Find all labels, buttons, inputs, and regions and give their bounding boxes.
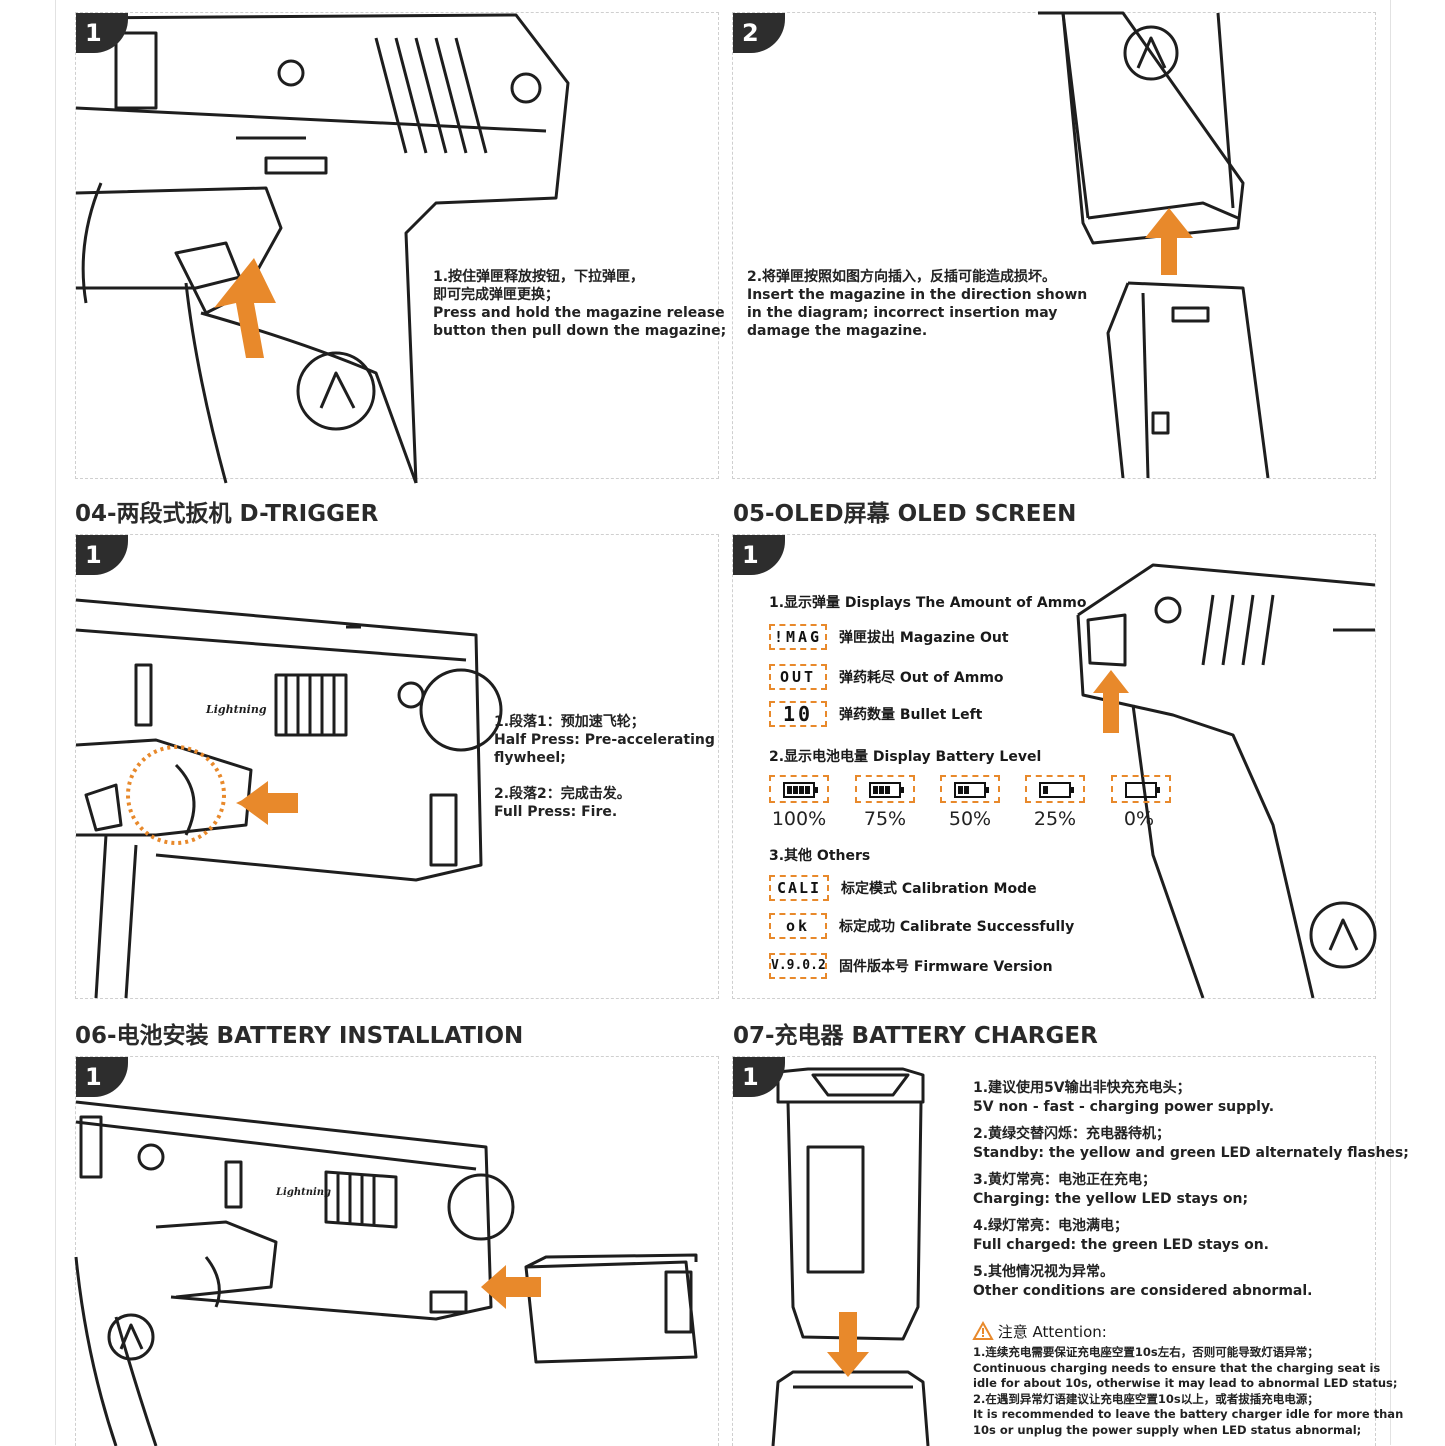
battery-label: 75%: [863, 808, 907, 830]
magazine-release-panel: 1 1.按住弹匣释放按钮，下拉弹匣， 即可完成弹匣更换； Press and h…: [75, 12, 726, 484]
oled-code: !MAG: [769, 624, 827, 650]
magazine-insert-panel: 2 2.将弹匣按照如图方向插入，反插可能造成损坏。 Insert the mag…: [732, 11, 1376, 479]
oled-code: OUT: [769, 664, 827, 690]
brand-mark: Lightning: [205, 703, 267, 716]
battery-label: 0%: [1123, 808, 1155, 830]
battery-installation-panel: Lightning 1: [74, 1056, 719, 1446]
others-heading: 3.其他 Others: [769, 848, 871, 864]
page-frame: [55, 0, 1391, 1445]
charger-instructions: 1.建议使用5V输出非快充充电头； 5V non - fast - chargi…: [973, 1080, 1409, 1299]
charger-illustration: [771, 1067, 930, 1446]
oled-screen-panel: 1 1.显示弹量 Displays The Amount of Ammo !MA…: [732, 534, 1377, 999]
battery-glyph-icon: [954, 782, 989, 798]
oled-code: CALI: [769, 875, 829, 901]
battery-glyph-icon: [1125, 782, 1160, 798]
warning-icon: [972, 1320, 994, 1340]
battery-glyph-icon: [869, 782, 904, 798]
ammo-row-out-of-ammo: OUT 弹药耗尽 Out of Ammo: [769, 664, 1004, 690]
battery-icon-25: [1025, 775, 1085, 803]
pistol-trigger-illustration: Lightning: [75, 598, 503, 999]
battery-icon-50: [940, 775, 1000, 803]
battery-charger-panel: 1 1.建议使用5V输出非快充充电头； 5V non - fast - char…: [732, 1056, 1409, 1446]
pistol-grip-illustration: [75, 13, 570, 484]
attention-notes: 1.连续充电需要保证充电座空置10s左右，否则可能导致灯语异常； Continu…: [973, 1345, 1404, 1437]
brand-mark: Lightning: [275, 1187, 331, 1198]
battery-glyph-icon: [783, 782, 818, 798]
other-row-calibrate-ok: ok 标定成功 Calibrate Successfully: [769, 913, 1074, 939]
step-badge: 1: [733, 1057, 785, 1097]
step-badge: 1: [76, 13, 128, 53]
d-trigger-panel: Lightning 1 1.段落1：预加速飞轮； Half Press: Pre…: [75, 534, 719, 999]
instruction-text: 2.将弹匣按照如图方向插入，反插可能造成损坏。 Insert the magaz…: [747, 269, 1088, 339]
battery-heading: 2.显示电池电量 Display Battery Level: [769, 749, 1042, 765]
other-row-calibration: CALI 标定模式 Calibration Mode: [769, 875, 1037, 901]
battery-label: 25%: [1033, 808, 1077, 830]
battery-install-illustration: Lightning: [74, 1100, 698, 1446]
magazine-insert-illustration: [1038, 11, 1270, 479]
pistol-oled-illustration: [1076, 563, 1377, 999]
section-title-battery-charger: 07-充电器 BATTERY CHARGER: [733, 1023, 1098, 1049]
battery-icon-0: [1111, 775, 1171, 803]
section-title-d-trigger: 04-两段式扳机 D-TRIGGER: [75, 501, 379, 527]
oled-code: V.9.0.2: [769, 953, 827, 979]
ammo-row-magazine-out: !MAG 弹匣拔出 Magazine Out: [769, 624, 1009, 650]
oled-code: 10: [769, 701, 827, 727]
section-title-oled-screen: 05-OLED屏幕 OLED SCREEN: [733, 501, 1077, 527]
battery-icon-100: [769, 775, 829, 803]
ammo-row-bullet-left: 10 弹药数量 Bullet Left: [769, 701, 982, 727]
instruction-text: 1.按住弹匣释放按钮，下拉弹匣， 即可完成弹匣更换； Press and hol…: [433, 269, 727, 339]
instruction-text: 1.段落1：预加速飞轮； Half Press: Pre-acceleratin…: [494, 714, 715, 820]
other-row-firmware: V.9.0.2 固件版本号 Firmware Version: [769, 953, 1053, 979]
battery-label: 50%: [948, 808, 992, 830]
battery-label: 100%: [771, 808, 827, 830]
ammo-heading: 1.显示弹量 Displays The Amount of Ammo: [769, 595, 1087, 611]
oled-code: ok: [769, 913, 827, 939]
battery-glyph-icon: [1039, 782, 1074, 798]
section-title-battery-installation: 06-电池安装 BATTERY INSTALLATION: [75, 1023, 524, 1049]
attention-heading: 注意 Attention:: [972, 1320, 1107, 1342]
battery-icon-75: [855, 775, 915, 803]
